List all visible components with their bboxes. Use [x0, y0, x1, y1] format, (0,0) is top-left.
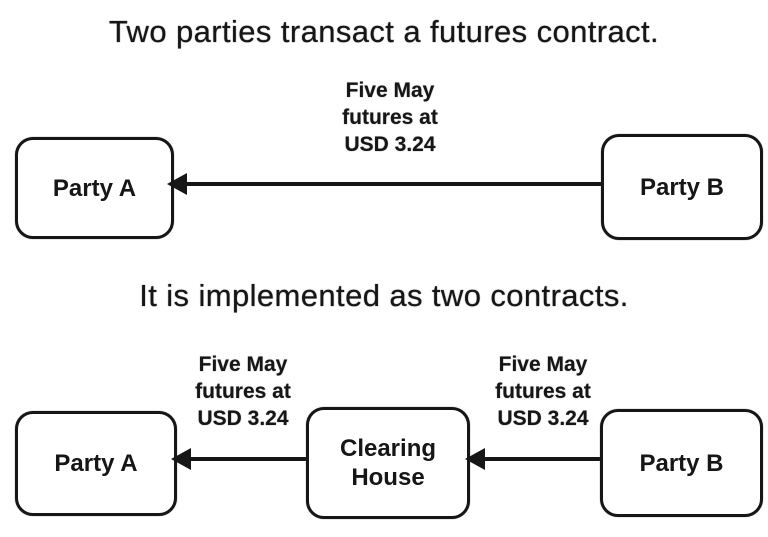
arrow-shaft	[483, 457, 601, 461]
party-a-node-top: Party A	[15, 137, 174, 239]
top-title: Two parties transact a futures contract.	[108, 14, 660, 49]
arrowhead-left-icon	[465, 448, 485, 470]
arrow-shaft	[185, 182, 602, 186]
bottom-right-arrow-label: Five May futures at USD 3.24	[453, 351, 633, 432]
clearing-house-line: House	[351, 464, 425, 491]
arrowhead-left-icon	[167, 173, 187, 195]
arrowhead-left-icon	[171, 448, 191, 470]
arrow-label-line: Five May	[498, 353, 588, 376]
arrow-label-line: Five May	[345, 79, 435, 102]
clearing-house-node: Clearing House	[306, 407, 470, 519]
party-a-label-top: Party A	[52, 174, 137, 202]
clearing-house-label: Clearing House	[340, 434, 436, 492]
arrow-label-line: Five May	[198, 353, 288, 376]
arrow-label-line: futures at	[195, 380, 291, 403]
party-b-label-bottom: Party B	[639, 449, 724, 477]
middle-title: It is implemented as two contracts.	[139, 278, 629, 313]
arrow-label-line: futures at	[495, 380, 591, 403]
arrow-label-line: USD 3.24	[344, 133, 436, 156]
arrow-label-line: USD 3.24	[197, 407, 289, 430]
arrow-label-line: USD 3.24	[497, 407, 589, 430]
party-a-label-bottom: Party A	[54, 450, 138, 477]
bottom-left-arrow-label: Five May futures at USD 3.24	[153, 351, 333, 432]
top-arrow-label: Five May futures at USD 3.24	[300, 77, 480, 158]
arrow-shaft	[189, 457, 307, 461]
arrow-label-line: futures at	[342, 106, 438, 129]
clearing-house-line: Clearing	[339, 435, 437, 462]
party-b-node-bottom: Party B	[600, 409, 763, 517]
party-a-node-bottom: Party A	[15, 411, 177, 516]
party-b-label-top: Party B	[639, 173, 725, 201]
party-b-node-top: Party B	[601, 134, 763, 240]
